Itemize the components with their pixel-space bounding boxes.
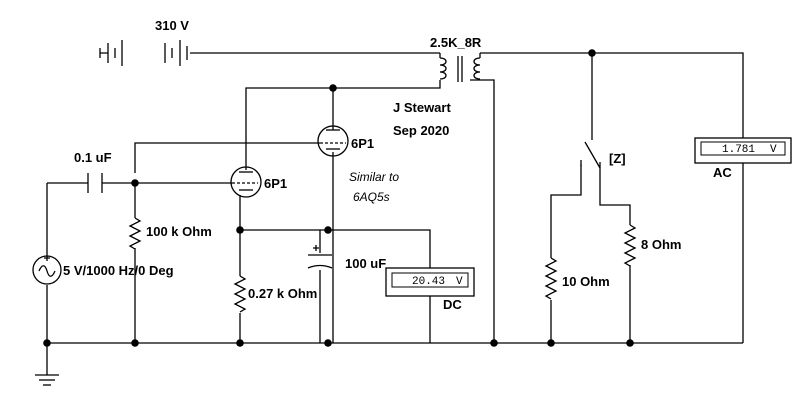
resistor-8ohm-label: 8 Ohm	[641, 237, 681, 252]
source-label: 5 V/1000 Hz/0 Deg	[63, 263, 174, 278]
dc-meter-value: 20.43	[412, 276, 445, 288]
dc-meter-mode: DC	[443, 297, 462, 312]
labels: 310 V 2.5K_8R J Stewart Sep 2020 Similar…	[63, 18, 681, 301]
ac-meter-value: 1.781	[722, 144, 755, 156]
transformer-symbol	[439, 53, 481, 82]
resistor-10ohm-label: 10 Ohm	[562, 274, 610, 289]
wires	[46, 52, 744, 375]
ac-meter-mode: AC	[713, 165, 732, 180]
battery-label: 310 V	[155, 18, 189, 33]
cathode-capacitor-symbol	[307, 245, 333, 269]
cap-cathode-label: 100 uF	[345, 256, 386, 271]
resistor-100k-label: 100 k Ohm	[146, 224, 212, 239]
tube-upper-symbol	[317, 125, 349, 157]
date-label: Sep 2020	[393, 123, 449, 138]
note-line1: Similar to	[349, 170, 399, 184]
ac-source-symbol	[32, 255, 62, 285]
ac-meter-unit: V	[770, 144, 777, 156]
resistor-cathode-symbol	[233, 275, 247, 313]
battery-symbol	[99, 40, 188, 66]
input-capacitor-symbol	[87, 173, 103, 193]
junction-dots	[43, 49, 634, 347]
ac-voltmeter: 1.781 V AC	[694, 137, 792, 180]
switch-symbol	[580, 127, 601, 172]
switch-label: [Z]	[609, 151, 626, 166]
author-label: J Stewart	[393, 100, 451, 115]
note-line2: 6AQ5s	[353, 190, 390, 204]
resistor-100k-symbol	[128, 217, 142, 250]
resistor-cathode-label: 0.27 k Ohm	[248, 286, 317, 301]
tube-lower-label: 6P1	[264, 176, 287, 191]
dc-voltmeter: 20.43 V DC	[385, 267, 475, 312]
resistor-8ohm-symbol	[623, 224, 637, 267]
resistor-10ohm-symbol	[544, 257, 558, 300]
tube-lower-symbol	[230, 166, 262, 198]
dc-meter-unit: V	[456, 276, 463, 288]
transformer-label: 2.5K_8R	[430, 35, 482, 50]
ground-symbol	[35, 374, 59, 386]
cap-input-label: 0.1 uF	[74, 150, 112, 165]
tube-upper-label: 6P1	[351, 136, 374, 151]
